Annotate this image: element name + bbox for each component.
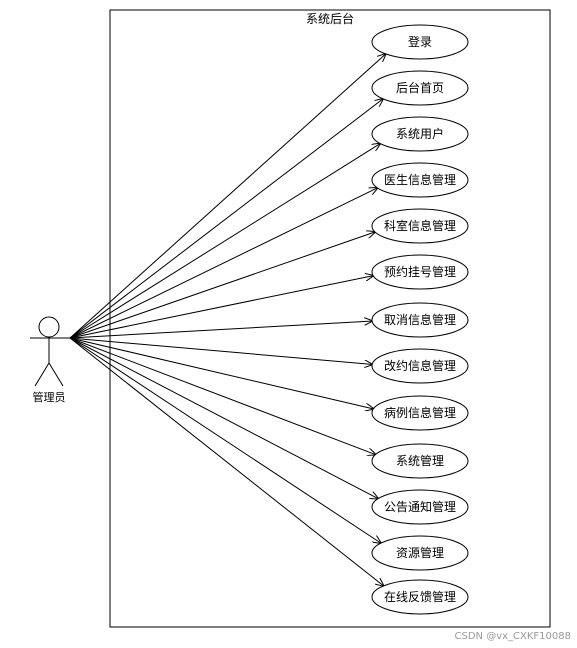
use-case-ellipse — [371, 24, 469, 60]
association-arrow — [69, 143, 381, 339]
use-case-ellipse — [371, 254, 469, 290]
actor-left-leg — [34, 362, 50, 387]
use-case-label: 预约挂号管理 — [384, 264, 456, 279]
use-case-label: 登录 — [408, 34, 432, 49]
association-arrow — [69, 321, 373, 339]
use-case-label: 取消信息管理 — [384, 312, 456, 327]
use-case-label: 后台首页 — [396, 80, 444, 95]
actor-label: 管理员 — [33, 390, 66, 404]
association-arrow — [69, 98, 384, 339]
use-case-ellipse — [371, 162, 469, 198]
use-case-ellipse — [371, 443, 469, 479]
use-case: 医生信息管理 — [371, 162, 469, 198]
use-case-label: 在线反馈管理 — [384, 589, 456, 604]
association-arrow — [69, 53, 386, 339]
use-case-label: 公告通知管理 — [384, 499, 456, 514]
use-case-label: 资源管理 — [396, 545, 444, 560]
association-arrow — [69, 275, 374, 339]
use-case-ellipse — [371, 395, 469, 431]
use-case-ellipse — [371, 348, 469, 384]
use-case-ellipse — [371, 535, 469, 571]
use-case: 在线反馈管理 — [371, 579, 469, 615]
use-case: 病例信息管理 — [371, 395, 469, 431]
use-case-ellipse — [371, 208, 469, 244]
use-case-label: 病例信息管理 — [384, 405, 456, 420]
association-arrow — [69, 337, 379, 499]
actor-figure — [30, 316, 70, 387]
association-arrow — [69, 337, 384, 586]
use-case-label: 系统用户 — [396, 126, 444, 141]
use-case: 科室信息管理 — [371, 208, 469, 244]
use-case-ellipse — [371, 116, 469, 152]
watermark: CSDN @vx_CXKF10088 — [454, 631, 571, 642]
use-case-ellipse — [371, 489, 469, 525]
use-case: 系统管理 — [371, 443, 469, 479]
use-case: 登录 — [371, 24, 469, 60]
association-arrow — [69, 337, 374, 409]
use-case-label: 系统管理 — [396, 453, 444, 468]
use-case-label: 改约信息管理 — [384, 358, 456, 373]
association-arrow — [69, 337, 382, 544]
actor-head — [38, 316, 60, 338]
association-arrow — [69, 232, 376, 339]
association-lines — [69, 53, 386, 586]
use-case-ellipse — [371, 302, 469, 338]
use-case-group: 登录后台首页系统用户医生信息管理科室信息管理预约挂号管理取消信息管理改约信息管理… — [371, 24, 469, 615]
use-case-label: 科室信息管理 — [384, 218, 456, 233]
use-case-ellipse — [371, 70, 469, 106]
use-case: 公告通知管理 — [371, 489, 469, 525]
use-case: 系统用户 — [371, 116, 469, 152]
actor-right-leg — [48, 362, 64, 387]
association-arrow — [69, 187, 378, 339]
association-arrow — [69, 337, 376, 455]
use-case: 改约信息管理 — [371, 348, 469, 384]
use-case-label: 医生信息管理 — [384, 172, 456, 187]
use-case-ellipse — [371, 579, 469, 615]
use-case: 取消信息管理 — [371, 302, 469, 338]
system-boundary — [109, 9, 551, 628]
system-title: 系统后台 — [306, 11, 354, 26]
association-arrow — [69, 337, 373, 365]
use-case: 资源管理 — [371, 535, 469, 571]
use-case: 后台首页 — [371, 70, 469, 106]
use-case: 预约挂号管理 — [371, 254, 469, 290]
